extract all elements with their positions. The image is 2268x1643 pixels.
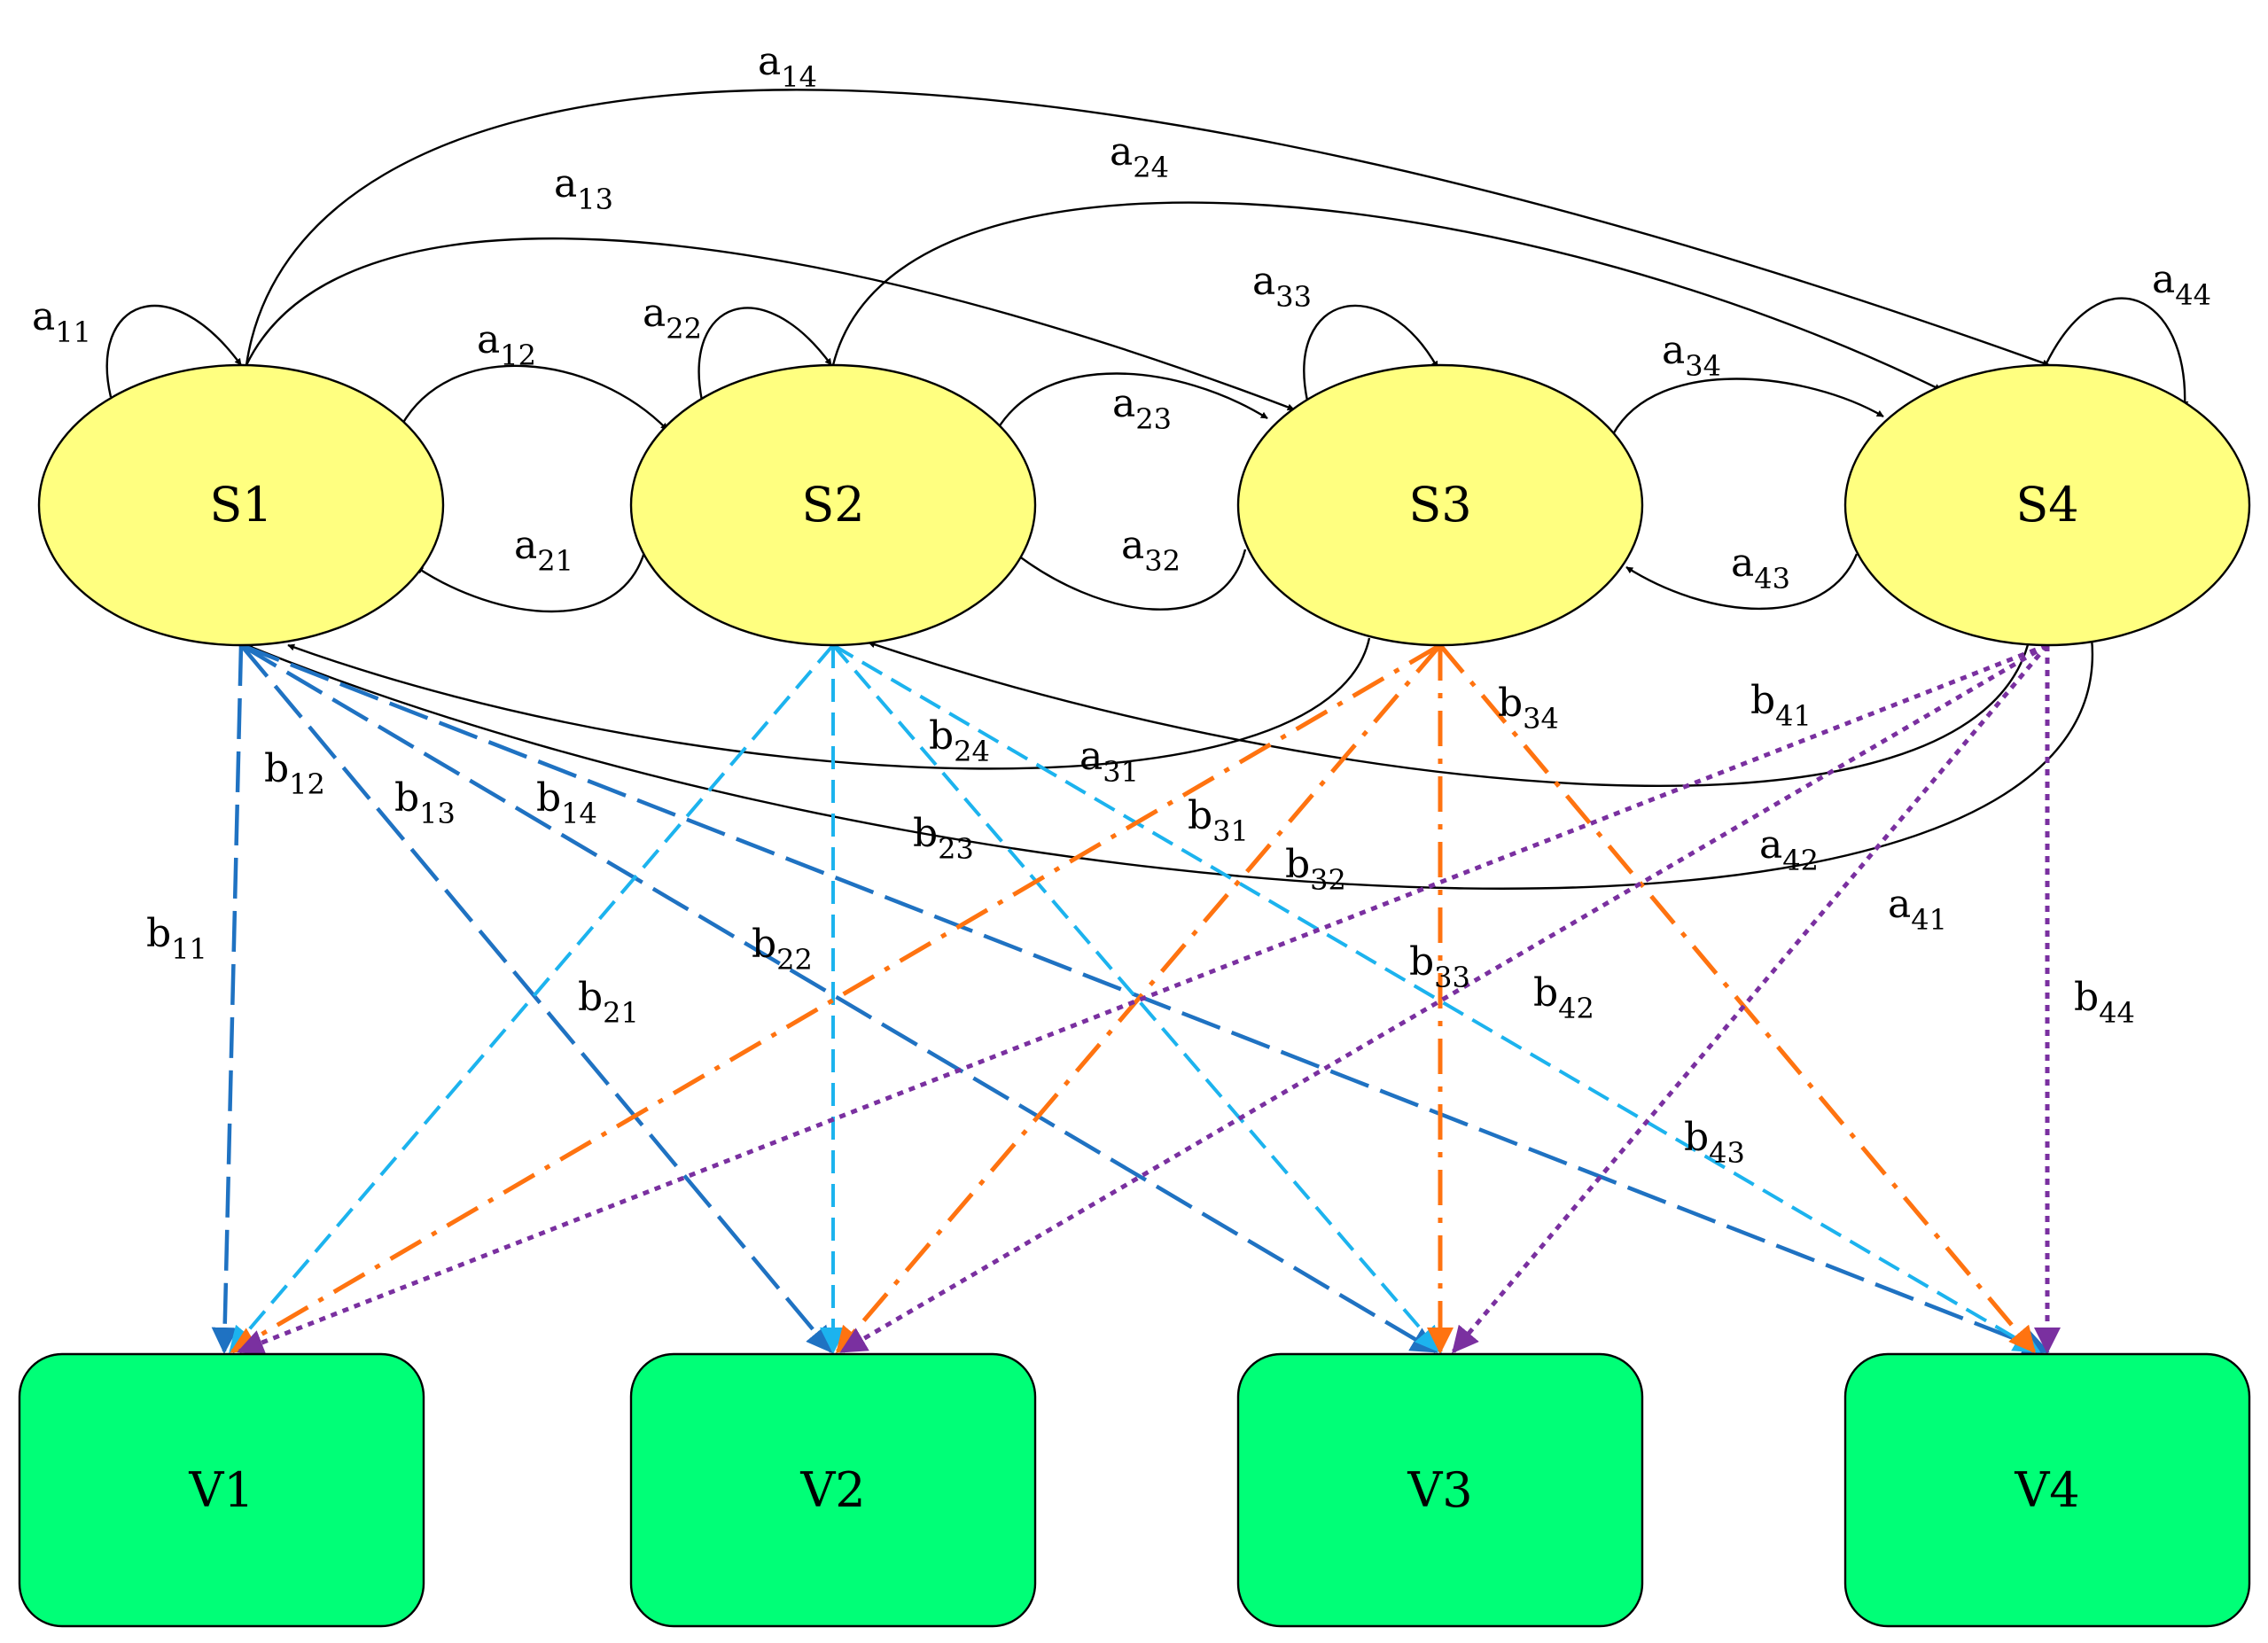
label-b42: b42 xyxy=(1533,970,1594,1025)
transition-arcs xyxy=(105,89,2189,890)
state-node-s3 xyxy=(1236,363,1644,647)
emission-b42 xyxy=(839,642,2049,1354)
label-b34: b34 xyxy=(1498,681,1559,736)
label-b43: b43 xyxy=(1684,1115,1745,1170)
observation-labels: V1 V2 V3 V4 xyxy=(188,1462,2079,1518)
label-a32: a32 xyxy=(1121,523,1181,578)
label-a14: a14 xyxy=(758,39,817,94)
emission-arrows-s1 xyxy=(211,642,2050,1356)
state-label-s2: S2 xyxy=(801,477,864,533)
observation-label-v4: V4 xyxy=(2014,1462,2079,1518)
state-labels: S1 S2 S3 S4 xyxy=(209,477,2078,533)
emission-labels: b11 b12 b13 b14 b21 b22 b23 b24 b31 b32 … xyxy=(146,678,2135,1170)
emission-b32 xyxy=(836,643,1442,1354)
arc-a33 xyxy=(1303,304,1439,401)
arc-a31 xyxy=(287,637,1371,770)
arc-a32 xyxy=(1009,549,1247,611)
arc-a21 xyxy=(416,549,647,613)
label-b13: b13 xyxy=(394,775,456,830)
label-a24: a24 xyxy=(1110,129,1169,184)
label-a31: a31 xyxy=(1079,734,1139,789)
state-label-s1: S1 xyxy=(209,477,272,533)
label-a34: a34 xyxy=(1662,328,1721,383)
label-a41: a41 xyxy=(1888,882,1947,937)
emission-b31 xyxy=(230,642,1442,1354)
label-b14: b14 xyxy=(536,775,597,830)
observation-label-v3: V3 xyxy=(1407,1462,1472,1518)
arc-a11 xyxy=(105,304,242,398)
state-node-s4 xyxy=(1843,363,2251,647)
emission-arrows-s2 xyxy=(229,643,2041,1354)
arc-a23 xyxy=(995,372,1268,431)
state-label-s4: S4 xyxy=(2015,477,2078,533)
emission-b13 xyxy=(239,643,1438,1353)
state-nodes xyxy=(37,363,2251,647)
label-b21: b21 xyxy=(578,975,639,1030)
emission-b24 xyxy=(831,643,2041,1353)
emission-b43 xyxy=(1452,643,2049,1354)
label-b22: b22 xyxy=(752,922,813,977)
emission-arrows-s3 xyxy=(230,642,2036,1354)
arc-a34 xyxy=(1611,378,1884,435)
label-b12: b12 xyxy=(264,746,325,801)
label-b24: b24 xyxy=(929,713,990,768)
observation-nodes xyxy=(18,1352,2251,1628)
observation-label-v1: V1 xyxy=(188,1462,253,1518)
label-b44: b44 xyxy=(2074,975,2135,1030)
label-a13: a13 xyxy=(554,161,613,216)
emission-b41 xyxy=(237,642,2048,1356)
label-a23: a23 xyxy=(1112,381,1172,436)
label-b11: b11 xyxy=(146,911,207,966)
label-b32: b32 xyxy=(1285,842,1346,897)
label-b23: b23 xyxy=(913,811,974,866)
transition-labels: a11 a12 a13 a14 a21 a22 a23 a24 a31 a32 … xyxy=(32,39,2211,937)
observation-node-v2 xyxy=(629,1352,1037,1628)
arc-a43 xyxy=(1625,553,1859,611)
arc-a44 xyxy=(2044,297,2189,409)
emission-b21 xyxy=(229,643,835,1354)
observation-node-v1 xyxy=(18,1352,425,1628)
emission-arrows-s4 xyxy=(237,642,2061,1356)
arc-a24 xyxy=(831,201,1942,392)
state-node-s2 xyxy=(629,363,1037,647)
label-a33: a33 xyxy=(1252,259,1312,314)
emission-b12 xyxy=(239,643,833,1354)
arc-a12 xyxy=(400,364,668,431)
label-a43: a43 xyxy=(1731,541,1790,596)
observation-label-v2: V2 xyxy=(799,1462,865,1518)
label-a42: a42 xyxy=(1759,822,1819,877)
emission-b34 xyxy=(1438,643,2036,1354)
emission-b23 xyxy=(831,643,1442,1354)
label-a21: a21 xyxy=(514,523,573,578)
arc-a41 xyxy=(246,637,2094,890)
arc-a22 xyxy=(698,307,832,401)
arc-a14 xyxy=(245,89,2050,367)
state-label-s3: S3 xyxy=(1408,477,1471,533)
label-b31: b31 xyxy=(1188,793,1249,848)
label-a11: a11 xyxy=(32,294,91,349)
label-a12: a12 xyxy=(477,317,536,372)
label-a22: a22 xyxy=(643,291,702,346)
arc-a13 xyxy=(245,237,1295,411)
arc-a42 xyxy=(868,637,2031,787)
label-b41: b41 xyxy=(1750,678,1812,733)
observation-node-v4 xyxy=(1843,1352,2251,1628)
state-node-s1 xyxy=(37,363,445,647)
emission-b11 xyxy=(211,644,244,1354)
observation-node-v3 xyxy=(1236,1352,1644,1628)
label-a44: a44 xyxy=(2152,257,2211,312)
label-b33: b33 xyxy=(1409,939,1470,994)
